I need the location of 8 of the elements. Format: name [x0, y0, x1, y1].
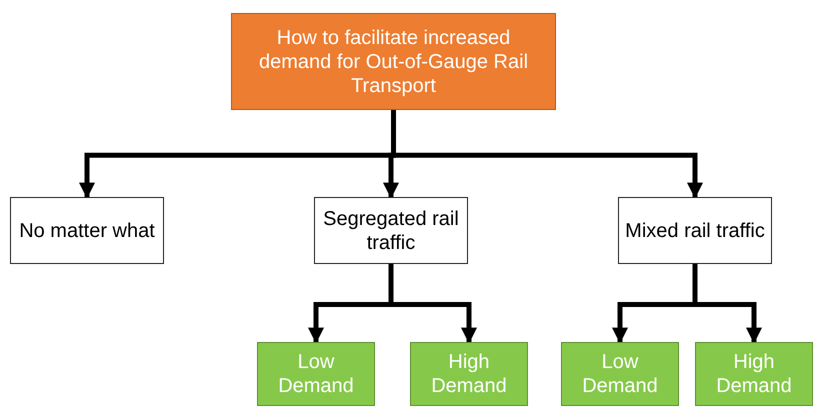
outcome-box: High Demand — [410, 342, 528, 406]
outcome-box: Low Demand — [561, 342, 679, 406]
outcome-box: Low Demand — [257, 342, 375, 406]
question-box: How to facilitate increased demand for Out-of-Gauge Rail Transport — [231, 13, 556, 110]
scenario-box: Segregated rail traffic — [314, 197, 468, 264]
outcome-box: High Demand — [695, 342, 813, 406]
scenario-box: No matter what — [10, 197, 164, 264]
scenario-box: Mixed rail traffic — [618, 197, 772, 264]
